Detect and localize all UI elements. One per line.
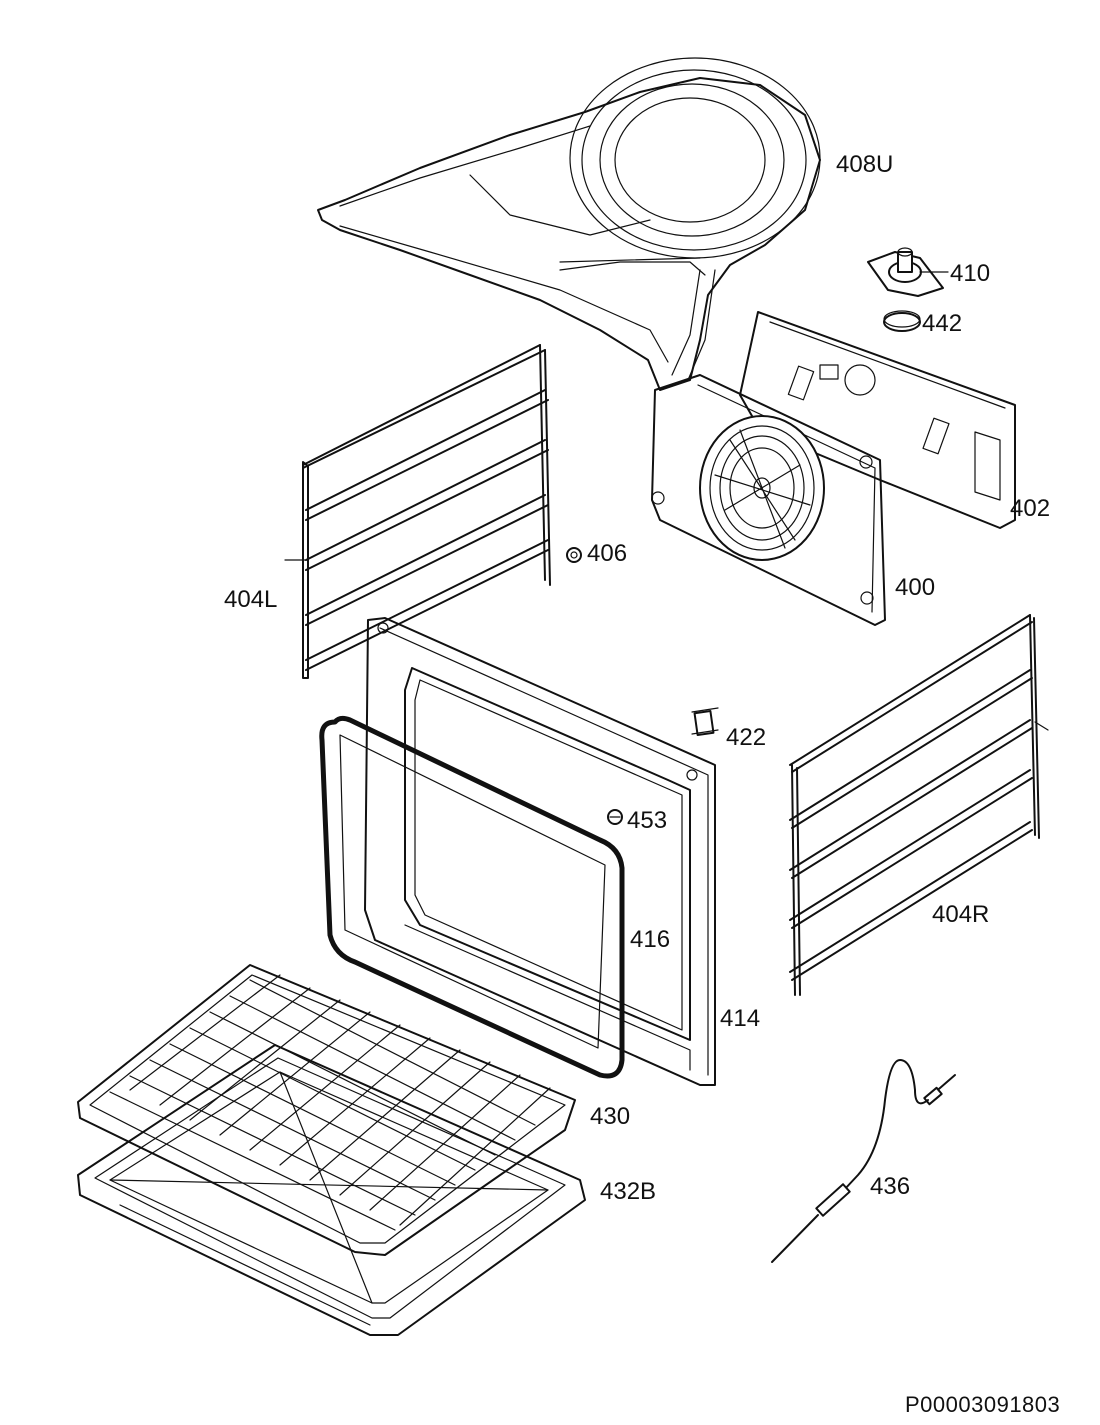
part-402-back-panel <box>739 311 1016 529</box>
part-400-label: 400 <box>895 574 935 601</box>
part-436-label: 436 <box>870 1173 910 1200</box>
part-408u-top-cover <box>317 57 821 391</box>
part-430-label: 430 <box>590 1103 630 1130</box>
part-430-wire-shelf <box>77 964 576 1256</box>
part-422-label: 422 <box>726 724 766 751</box>
part-416-label: 416 <box>630 926 670 953</box>
part-406-label: 406 <box>587 540 627 567</box>
part-442-gasket <box>883 310 921 332</box>
part-408u-label: 408U <box>836 151 893 178</box>
drawing-code: P00003091803 <box>905 1392 1061 1417</box>
part-442-label: 442 <box>922 310 962 337</box>
part-432b-label: 432B <box>600 1178 656 1205</box>
part-404r-right-rack <box>789 614 1049 996</box>
part-400-fan-cover <box>651 374 886 626</box>
part-453-screw <box>607 809 623 825</box>
part-410-label: 410 <box>950 260 990 287</box>
part-416-door-gasket <box>319 715 625 1079</box>
part-402-label: 402 <box>1010 495 1050 522</box>
part-453-label: 453 <box>627 807 667 834</box>
part-404l-label: 404L <box>224 586 277 613</box>
part-436-meat-probe <box>771 1059 956 1263</box>
part-404r-label: 404R <box>932 901 989 928</box>
part-404l-left-rack <box>284 344 551 679</box>
part-432b-baking-tray <box>77 1044 586 1336</box>
part-414-label: 414 <box>720 1005 760 1032</box>
part-422-lamp-holder <box>691 707 719 737</box>
part-406-nut <box>566 547 582 563</box>
part-410-motor-mount <box>867 247 944 297</box>
part-414-door-frame <box>364 617 716 1086</box>
